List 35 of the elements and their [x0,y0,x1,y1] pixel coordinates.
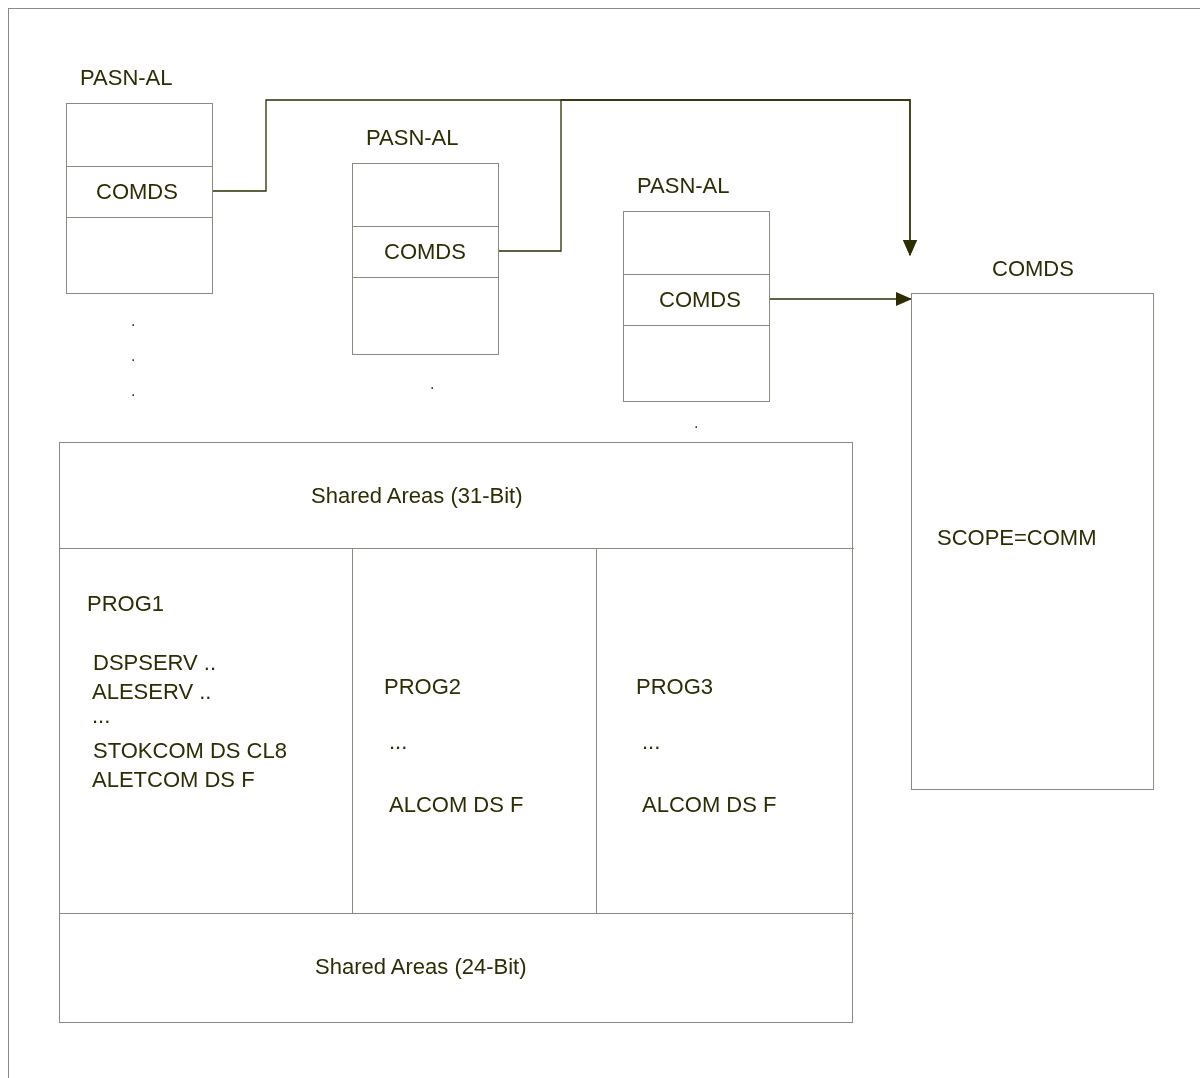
table-heading: COMDS [992,256,1074,282]
address-space-box [59,442,853,1023]
ellipsis-dot: . [131,313,136,329]
row-label: COMDS [659,287,741,313]
column-heading: PROG1 [87,591,165,617]
row-label: COMDS [384,239,466,265]
ellipsis-dot: . [430,376,435,392]
box-text: SCOPE=COMM [937,525,1097,551]
code-line: DSPSERV .. [93,650,217,676]
table-heading: PASN-AL [80,65,173,91]
table-row [67,166,212,218]
column-heading: PROG2 [384,674,462,700]
table-heading: PASN-AL [366,125,459,151]
row-label: COMDS [96,179,178,205]
program-column [60,549,353,914]
column-heading: Shared Areas (24-Bit) [315,954,527,980]
ellipsis-dot: . [694,415,699,431]
table-row [353,226,498,278]
code-line: ... [92,703,111,729]
table-heading: PASN-AL [637,173,730,199]
ellipsis-dot: . [131,383,136,399]
column-heading: PROG3 [636,674,714,700]
code-line: ALESERV .. [92,679,212,705]
ellipsis-dot: . [131,348,136,364]
code-line: STOKCOM DS CL8 [93,738,287,764]
table-row [624,274,769,326]
column-heading: Shared Areas (31-Bit) [311,483,523,509]
code-line: ... [389,729,408,755]
program-column [353,549,597,914]
arrow [498,99,917,256]
arrow [769,292,912,306]
code-line: ALCOM DS F [642,792,777,818]
code-line: ALCOM DS F [389,792,524,818]
code-line: ALETCOM DS F [92,767,255,793]
code-line: ... [642,729,661,755]
